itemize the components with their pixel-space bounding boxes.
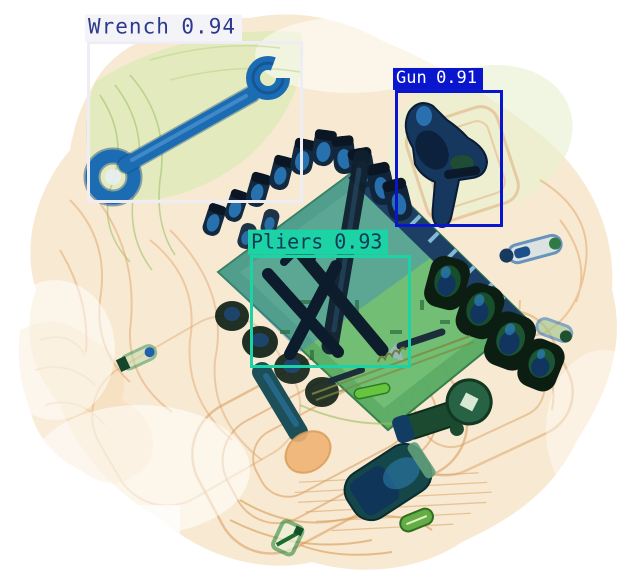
small-clips bbox=[115, 233, 574, 557]
detection-class-name: Wrench bbox=[88, 14, 170, 39]
detection-label-pliers: Pliers 0.93 bbox=[248, 229, 389, 255]
detection-score: 0.93 bbox=[334, 229, 383, 254]
flashlight-shape bbox=[343, 442, 436, 522]
detection-box-gun bbox=[395, 90, 503, 227]
socket-set-large bbox=[424, 255, 565, 392]
detection-class-name: Gun bbox=[396, 67, 427, 88]
handle-orange-grip bbox=[252, 362, 332, 474]
gun-shape bbox=[404, 102, 489, 228]
ratchet-head-tool bbox=[392, 378, 493, 444]
detection-score: 0.91 bbox=[436, 67, 478, 88]
detection-label-gun: Gun 0.91 bbox=[393, 67, 484, 90]
detection-box-wrench bbox=[87, 41, 303, 203]
detection-box-pliers bbox=[250, 255, 411, 368]
detection-label-wrench: Wrench 0.94 bbox=[85, 14, 242, 41]
bag-fade-overlays bbox=[0, 280, 634, 583]
case-seated-sockets bbox=[215, 301, 339, 407]
wrench-shape bbox=[83, 56, 290, 207]
detection-score: 0.94 bbox=[181, 14, 236, 39]
detection-class-name: Pliers bbox=[251, 229, 324, 254]
extension-rod-spring bbox=[299, 328, 475, 425]
